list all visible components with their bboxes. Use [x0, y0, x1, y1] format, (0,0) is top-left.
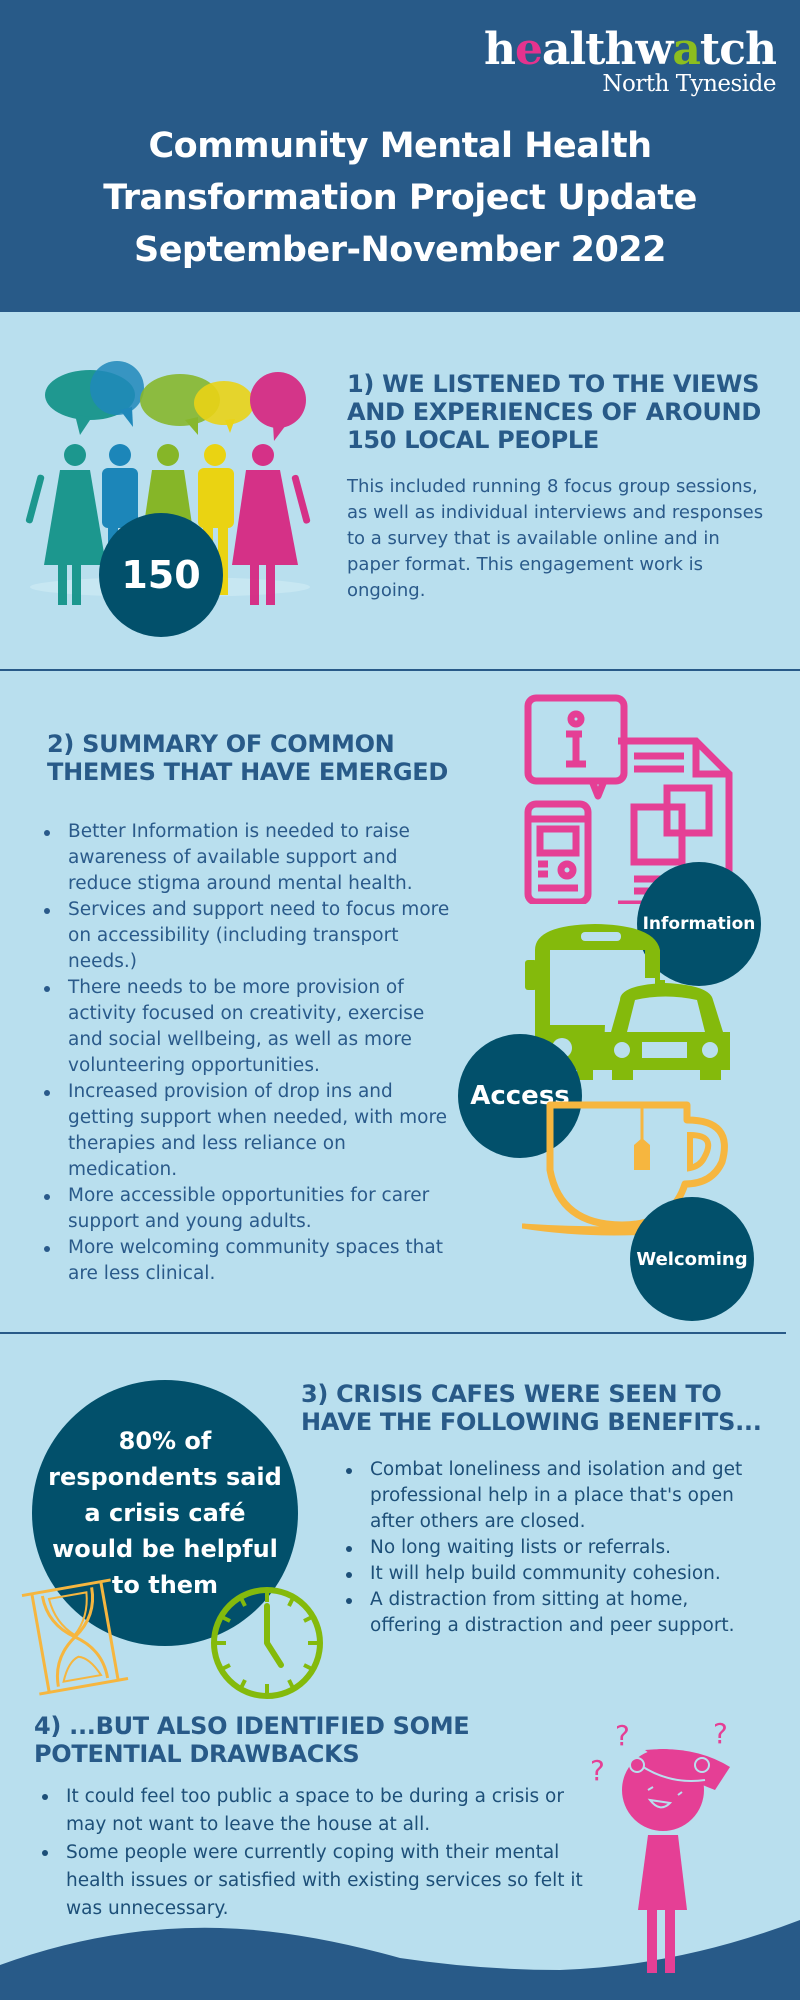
list-item: It could feel too public a space to be d… [34, 1783, 594, 1839]
logo-wordmark: healthwatch [483, 24, 777, 75]
list-item: Better Information is needed to raise aw… [36, 819, 456, 897]
list-item: Increased provision of drop ins and gett… [36, 1079, 456, 1183]
stat-circle-80-percent: 80% of respondents said a crisis café wo… [32, 1380, 298, 1646]
list-item: More welcoming community spaces that are… [36, 1235, 456, 1287]
section1-body: This included running 8 focus group sess… [347, 476, 764, 601]
theme-badge-welcoming: Welcoming [630, 1197, 754, 1321]
list-item: Services and support need to focus more … [36, 897, 456, 975]
list-item: Some people were currently coping with t… [34, 1839, 594, 1923]
list-item: More accessible opportunities for carer … [36, 1183, 456, 1235]
header-banner: healthwatch North Tyneside Community Men… [0, 0, 800, 312]
section4-heading: 4) ...BUT ALSO IDENTIFIED SOME POTENTIAL… [34, 1712, 470, 1768]
healthwatch-logo[interactable]: healthwatch North Tyneside [483, 24, 777, 97]
themes-list: Better Information is needed to raise aw… [36, 819, 456, 1287]
logo-subtitle: North Tyneside [602, 71, 776, 97]
list-item: It will help build community cohesion. [338, 1561, 758, 1587]
list-item: No long waiting lists or referrals. [338, 1535, 758, 1561]
list-item: There needs to be more provision of acti… [36, 975, 456, 1079]
svg-text:?: ? [713, 1717, 728, 1750]
section2-heading: 2) SUMMARY OF COMMON THEMES THAT HAVE EM… [47, 730, 448, 786]
list-item: A distraction from sitting at home, offe… [338, 1587, 758, 1639]
section3-heading: 3) CRISIS CAFES WERE SEEN TO HAVE THE FO… [301, 1380, 762, 1436]
footer-wave [0, 1920, 800, 2000]
clock-icon [208, 1584, 326, 1702]
section-divider [0, 1332, 786, 1334]
confused-person-icon: ? ? ? [585, 1705, 745, 1975]
hourglass-icon [20, 1575, 130, 1700]
stat-circle-150: 150 [99, 513, 223, 637]
svg-text:?: ? [590, 1754, 605, 1787]
people-speech-bubbles-icon [20, 355, 320, 645]
section1-heading: 1) WE LISTENED TO THE VIEWS AND EXPERIEN… [347, 370, 761, 454]
benefits-list: Combat loneliness and isolation and get … [338, 1457, 758, 1639]
page-title: Community Mental Health Transformation P… [103, 126, 697, 270]
list-item: Combat loneliness and isolation and get … [338, 1457, 758, 1535]
theme-badge-access: Access [458, 1034, 582, 1158]
bus-car-icon [525, 920, 735, 1082]
section-divider [0, 669, 800, 671]
svg-text:?: ? [615, 1719, 630, 1752]
drawbacks-list: It could feel too public a space to be d… [34, 1783, 594, 1923]
